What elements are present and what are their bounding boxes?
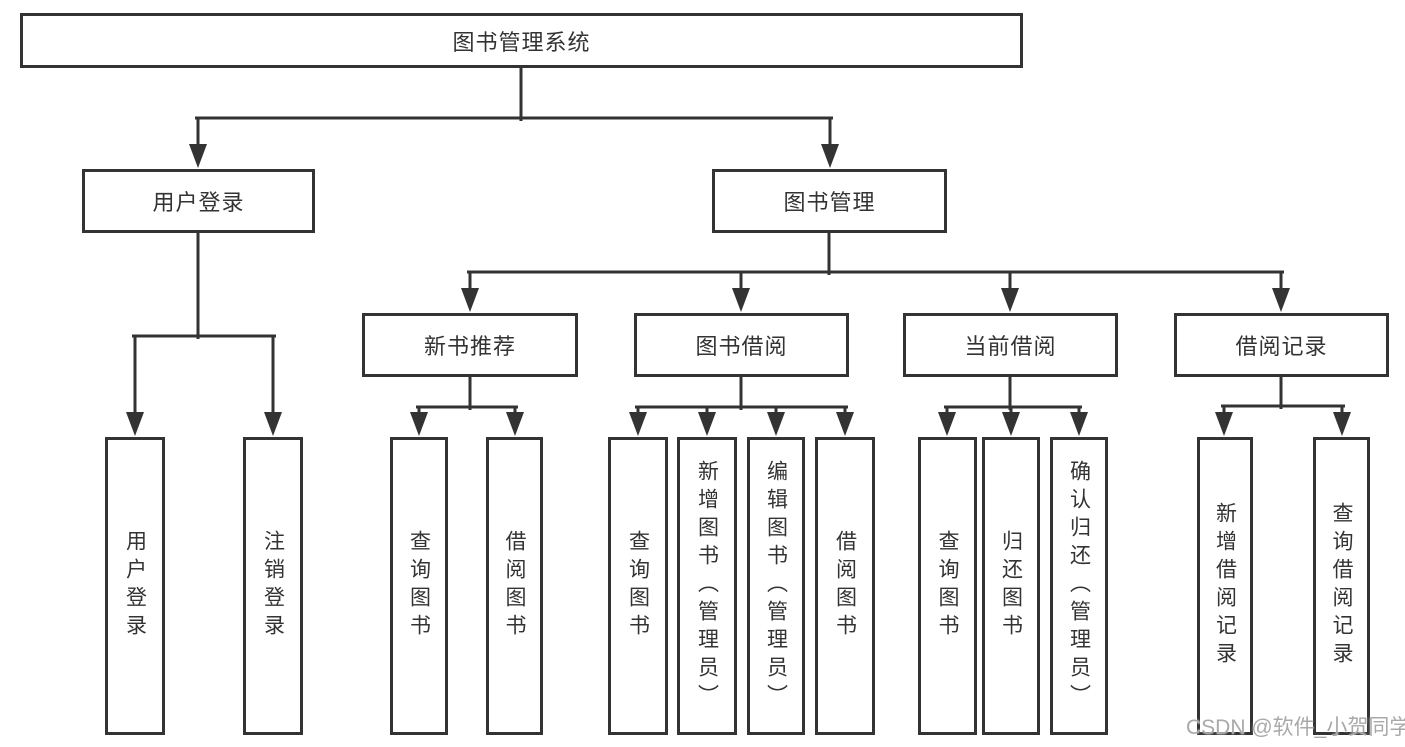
leaf-label: 归还图书 bbox=[999, 530, 1023, 642]
leaf-label: 新增借阅记录 bbox=[1213, 502, 1237, 670]
node-book-borrow: 图书借阅 bbox=[634, 313, 849, 377]
leaf-return-book: 归还图书 bbox=[982, 437, 1040, 735]
leaf-borrow-books-recommend: 借阅图书 bbox=[486, 437, 543, 735]
leaf-query-borrow-record: 查询借阅记录 bbox=[1313, 437, 1370, 735]
leaf-query-books-borrow: 查询图书 bbox=[608, 437, 668, 735]
leaf-add-borrow-record: 新增借阅记录 bbox=[1197, 437, 1253, 735]
leaf-label: 查询图书 bbox=[936, 530, 959, 642]
csdn-watermark: CSDN @软件_小贺同学 bbox=[1186, 716, 1405, 739]
leaf-label: 用户登录 bbox=[123, 530, 147, 642]
connectors-root bbox=[189, 66, 839, 168]
leaf-label: 查询借阅记录 bbox=[1330, 502, 1353, 670]
leaf-confirm-return-admin: 确认归还（管理员） bbox=[1050, 437, 1108, 735]
node-library-management-system: 图书管理系统 bbox=[20, 13, 1023, 68]
connectors-new-book-recommend bbox=[410, 375, 524, 436]
leaf-label: 借阅图书 bbox=[833, 530, 857, 642]
node-user-login: 用户登录 bbox=[82, 169, 315, 233]
connectors-borrow-records bbox=[1215, 375, 1351, 436]
node-new-book-recommend: 新书推荐 bbox=[362, 313, 578, 377]
leaf-label: 查询图书 bbox=[626, 530, 650, 642]
leaf-label: 借阅图书 bbox=[503, 530, 526, 642]
leaf-edit-book-admin: 编辑图书（管理员） bbox=[747, 437, 805, 735]
leaf-label: 新增图书（管理员） bbox=[695, 460, 719, 712]
leaf-label: 编辑图书（管理员） bbox=[764, 460, 788, 712]
leaf-query-books-current: 查询图书 bbox=[918, 437, 977, 735]
leaf-label: 确认归还（管理员） bbox=[1067, 460, 1091, 712]
leaf-label: 注销登录 bbox=[261, 530, 285, 642]
leaf-add-book-admin: 新增图书（管理员） bbox=[677, 437, 737, 735]
connectors-book-management bbox=[461, 231, 1290, 312]
leaf-label: 查询图书 bbox=[407, 530, 431, 642]
connectors-book-borrow bbox=[629, 375, 854, 436]
leaf-query-books-recommend: 查询图书 bbox=[390, 437, 448, 735]
node-current-borrow: 当前借阅 bbox=[903, 313, 1118, 377]
leaf-user-login: 用户登录 bbox=[105, 437, 165, 735]
leaf-borrow-book: 借阅图书 bbox=[815, 437, 875, 735]
leaf-logout: 注销登录 bbox=[243, 437, 303, 735]
connectors-current-borrow bbox=[938, 375, 1088, 436]
node-borrow-records: 借阅记录 bbox=[1174, 313, 1389, 377]
connectors-user-login bbox=[126, 231, 282, 436]
node-book-management: 图书管理 bbox=[712, 169, 947, 233]
